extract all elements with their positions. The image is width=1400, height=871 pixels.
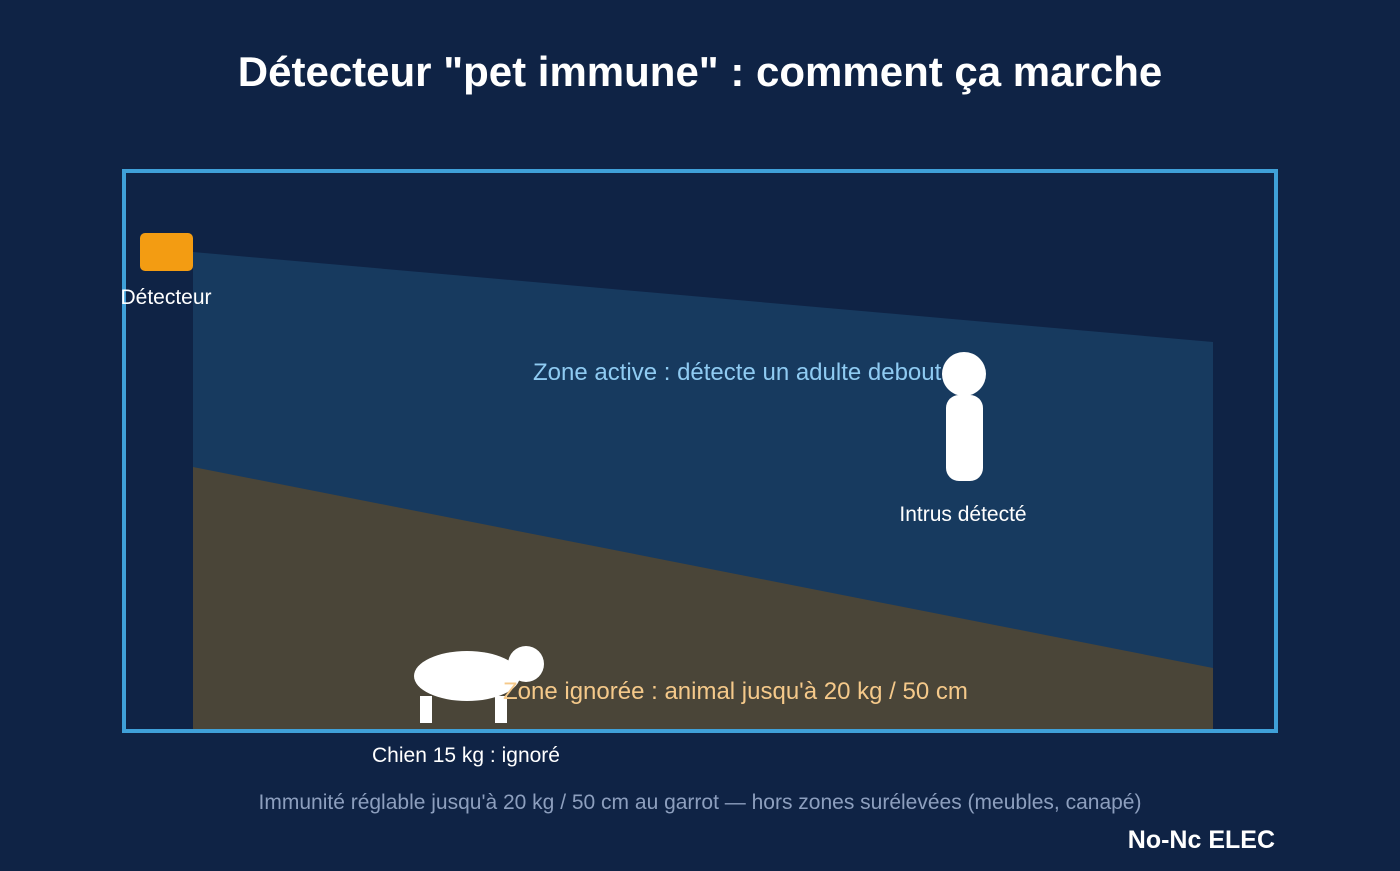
- footnote: Immunité réglable jusqu'à 20 kg / 50 cm …: [259, 791, 1142, 814]
- ignored-zone-label: Zone ignorée : animal jusqu'à 20 kg / 50…: [503, 678, 968, 705]
- dog-head: [508, 646, 544, 682]
- intruder-label: Intrus détecté: [899, 503, 1026, 526]
- brand-label: No-Nc ELEC: [1128, 826, 1275, 854]
- diagram-title: Détecteur "pet immune" : comment ça marc…: [238, 48, 1162, 95]
- detector-label: Détecteur: [120, 286, 211, 309]
- active-zone-label: Zone active : détecte un adulte debout: [533, 359, 942, 386]
- intruder-head: [942, 352, 986, 396]
- dog-back-leg: [495, 696, 507, 723]
- dog-label: Chien 15 kg : ignoré: [372, 744, 560, 767]
- dog-front-leg: [420, 696, 432, 723]
- detector-icon: [140, 233, 193, 271]
- room-outline: [122, 169, 1278, 733]
- intruder-figure-icon: [942, 352, 986, 481]
- intruder-body: [946, 395, 983, 481]
- dog-body: [414, 651, 520, 701]
- dog-figure-icon: [414, 646, 544, 723]
